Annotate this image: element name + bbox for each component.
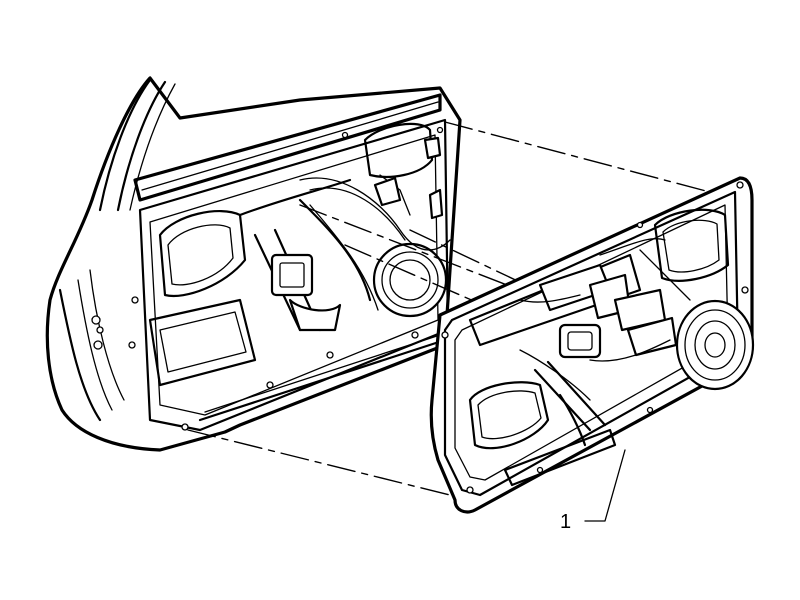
door-shell — [45, 76, 462, 452]
callout-leader-1 — [584, 449, 626, 522]
callout-label-1: 1 — [560, 511, 572, 533]
door-module-panel — [429, 176, 755, 514]
